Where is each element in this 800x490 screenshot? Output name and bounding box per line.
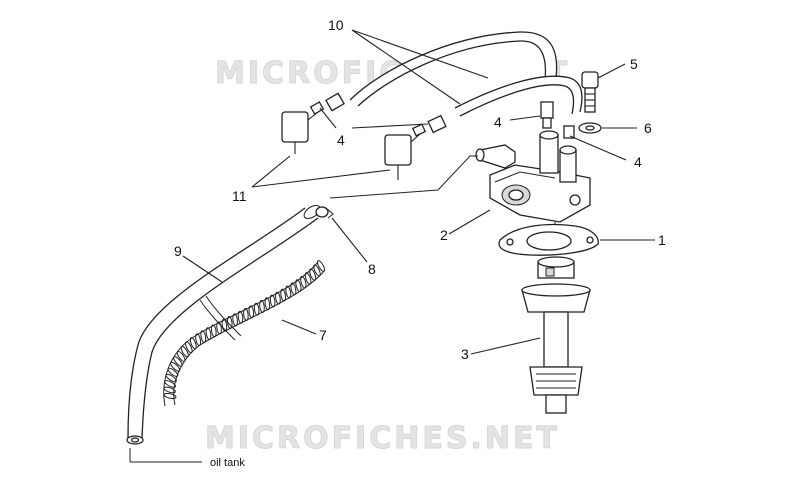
callout-1: 1 [658, 232, 666, 248]
spiral-coil [259, 300, 265, 313]
spiral-coil [180, 345, 189, 358]
spiral-coil [232, 313, 238, 327]
part-4-connectors [309, 92, 575, 139]
spiral-coil [195, 333, 202, 347]
callout-4-top: 4 [494, 114, 502, 130]
spiral-coil [210, 324, 217, 338]
spiral-coil [275, 291, 281, 305]
spiral-coil [285, 285, 292, 299]
spiral-coil [280, 288, 287, 302]
part-8-clip [315, 206, 334, 219]
spiral-coil [313, 264, 321, 277]
callout-4-left: 4 [337, 132, 345, 148]
callout-5: 5 [630, 56, 638, 72]
spiral-coil [237, 310, 244, 324]
spiral-coil [165, 373, 177, 383]
spiral-coil [176, 350, 186, 362]
callout-10: 10 [328, 17, 344, 33]
spiral-coil [200, 330, 207, 344]
callout-6: 6 [644, 120, 652, 136]
part-9-oil-hose [126, 204, 321, 445]
spiral-coil [173, 356, 183, 367]
spiral-coil [205, 327, 212, 341]
spiral-coil [264, 297, 271, 311]
spiral-coil [290, 282, 297, 296]
spiral-coil [309, 268, 317, 281]
spiral-coil [295, 279, 302, 292]
part-6-washer [578, 122, 602, 134]
spiral-coil [163, 386, 176, 394]
callout-9: 9 [174, 243, 182, 259]
spiral-coil [248, 305, 255, 319]
callout-7: 7 [319, 327, 327, 343]
part-3-drive-shaft [521, 256, 591, 414]
spiral-coils [163, 260, 326, 399]
spiral-coil [316, 260, 326, 272]
caption-oil-tank: oil tank [210, 457, 245, 469]
leader-lines [182, 29, 655, 355]
part-5-bolt [581, 71, 599, 113]
spiral-coil [164, 380, 177, 388]
spiral-coil [163, 392, 177, 399]
spiral-coil [221, 318, 228, 332]
callout-3: 3 [461, 346, 469, 362]
spiral-coil [167, 367, 179, 377]
callout-2: 2 [440, 227, 448, 243]
callout-4-right: 4 [634, 154, 642, 170]
assembly-line [329, 155, 478, 199]
part-1-gasket [498, 223, 599, 256]
spiral-coil [300, 275, 307, 289]
hose-clamp-band [199, 295, 242, 341]
callout-8: 8 [368, 261, 376, 277]
watermark-bottom: MICROFICHES.NET [205, 421, 560, 456]
spiral-coil [189, 336, 197, 350]
spiral-coil [243, 308, 249, 321]
part-7-spiral-sleeve [163, 260, 326, 407]
spiral-coil [253, 302, 260, 316]
spiral-coil [269, 294, 276, 308]
callout-11: 11 [232, 188, 247, 204]
spiral-coil [304, 272, 312, 285]
spiral-coil [185, 341, 193, 354]
part-11-caps [281, 111, 421, 180]
spiral-coil [170, 361, 181, 372]
part-2-oil-pump [475, 130, 591, 240]
